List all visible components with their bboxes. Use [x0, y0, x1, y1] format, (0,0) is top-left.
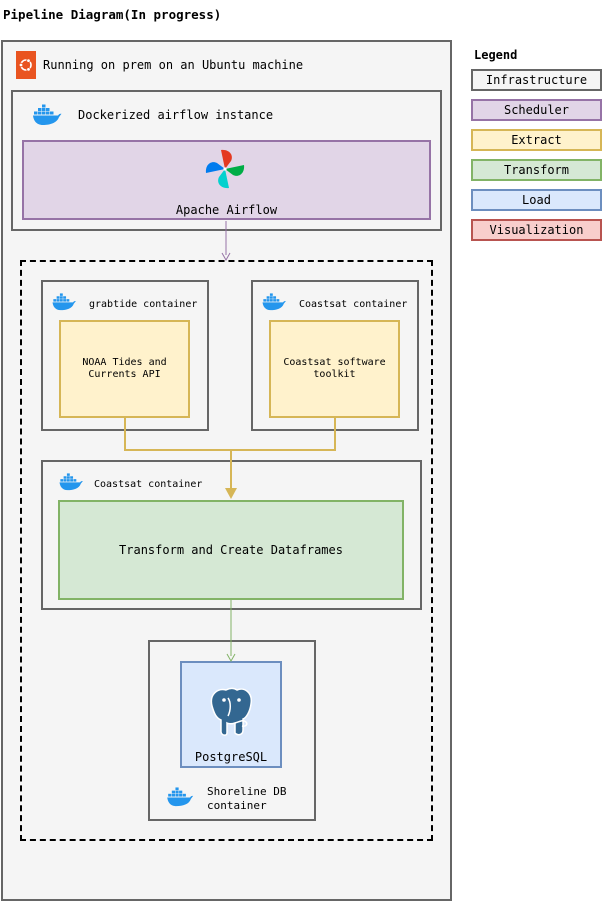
legend-item-load: Load: [471, 189, 602, 211]
docker-icon: [50, 293, 78, 311]
extract-to-transform-edge: [124, 418, 336, 499]
airflow-icon: [204, 148, 246, 190]
docker-icon: [32, 104, 62, 126]
pipeline-boundary: [20, 260, 433, 841]
legend-title: Legend: [474, 48, 518, 62]
coastsat-toolkit-box: Coastsat software toolkit: [269, 320, 400, 418]
legend-item-scheduler: Scheduler: [471, 99, 602, 121]
docker-icon: [57, 473, 85, 491]
legend-item-extract: Extract: [471, 129, 602, 151]
legend-item-visualization: Visualization: [471, 219, 602, 241]
transform-label: Transform and Create Dataframes: [119, 543, 343, 557]
coastsat-container-mid-label: Coastsat container: [94, 479, 203, 490]
grabtide-container-label: grabtide container: [89, 299, 198, 310]
noaa-api-box: NOAA Tides and Currents API: [59, 320, 190, 418]
airflow-to-pipeline-edge: [221, 221, 231, 262]
shoreline-db-label: Shoreline DB container: [207, 785, 287, 812]
ubuntu-icon: [16, 51, 36, 79]
legend-item-infrastructure: Infrastructure: [471, 69, 602, 91]
coastsat-container-top-label: Coastsat container: [299, 299, 408, 310]
docker-icon: [260, 293, 288, 311]
postgresql-icon: [206, 686, 256, 738]
airflow-container-label: Dockerized airflow instance: [78, 108, 274, 122]
docker-icon: [166, 787, 194, 807]
transform-to-load-edge: [226, 600, 236, 663]
page-title: Pipeline Diagram(In progress): [3, 7, 222, 22]
host-label: Running on prem on an Ubuntu machine: [43, 58, 304, 72]
transform-box: Transform and Create Dataframes: [58, 500, 404, 600]
postgresql-label: PostgreSQL: [194, 750, 268, 764]
apache-airflow-label: Apache Airflow: [175, 203, 278, 217]
legend-item-transform: Transform: [471, 159, 602, 181]
